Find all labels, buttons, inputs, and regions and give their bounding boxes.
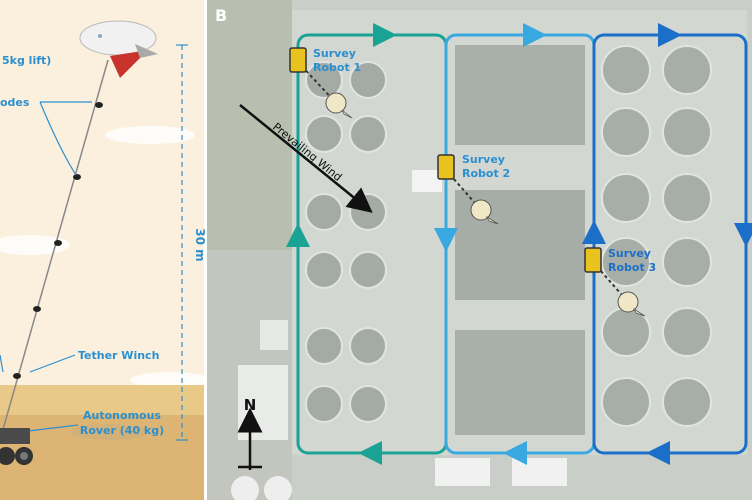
nodes-label: odes [0,96,30,109]
north-label: N [244,396,257,414]
survey-robot-1 [289,47,353,119]
robot-3-label-line1: Survey [608,247,651,260]
building [412,170,442,192]
rover-label-line2: Rover (40 kg) [80,424,164,437]
building [512,458,567,486]
sensor-node [95,102,103,108]
cloud [105,126,195,144]
terrain [207,0,292,250]
height-label: 30 m [193,228,207,261]
balloon-fin [110,50,148,78]
panel-letter: B [215,6,227,25]
robot-1-label-line1: Survey [313,47,356,60]
survey-robot-3 [584,247,646,317]
sensor-node [13,373,21,379]
north-arrow [237,407,263,470]
robot-2-label-line1: Survey [462,153,505,166]
nodes-leader [39,101,77,176]
robot-1-label-line2: Robot 1 [313,61,361,74]
cloud [130,372,210,388]
robot-3-label-line2: Robot 3 [608,261,656,274]
sensor-node [73,174,81,180]
rover-label-line1: Autonomous [83,409,161,422]
sensor-node [33,306,41,312]
winch-leader [29,354,76,373]
tank [231,476,259,500]
building [260,320,288,350]
sensor-node [54,240,62,246]
lift-label: 5kg lift) [2,54,51,67]
robot-2-label-line2: Robot 2 [462,167,510,180]
rover [0,428,33,465]
basin-block [455,330,585,435]
tank [264,476,292,500]
winch-label: Tether Winch [78,349,159,362]
ground-shadow [70,424,150,440]
cloud [0,235,70,255]
right-panel: Prevailing Wind Survey Robot 1 Survey Ro… [207,0,752,500]
wind-arrow [239,104,373,213]
survey-robot-2 [437,154,499,225]
clarifiers-right [601,45,712,427]
balloon [79,20,158,78]
left-panel: 5kg lift) odes 30 m Tether Winch Autonom… [0,0,210,500]
winch-leader [0,354,4,373]
building [435,458,490,486]
basin-block [455,45,585,145]
